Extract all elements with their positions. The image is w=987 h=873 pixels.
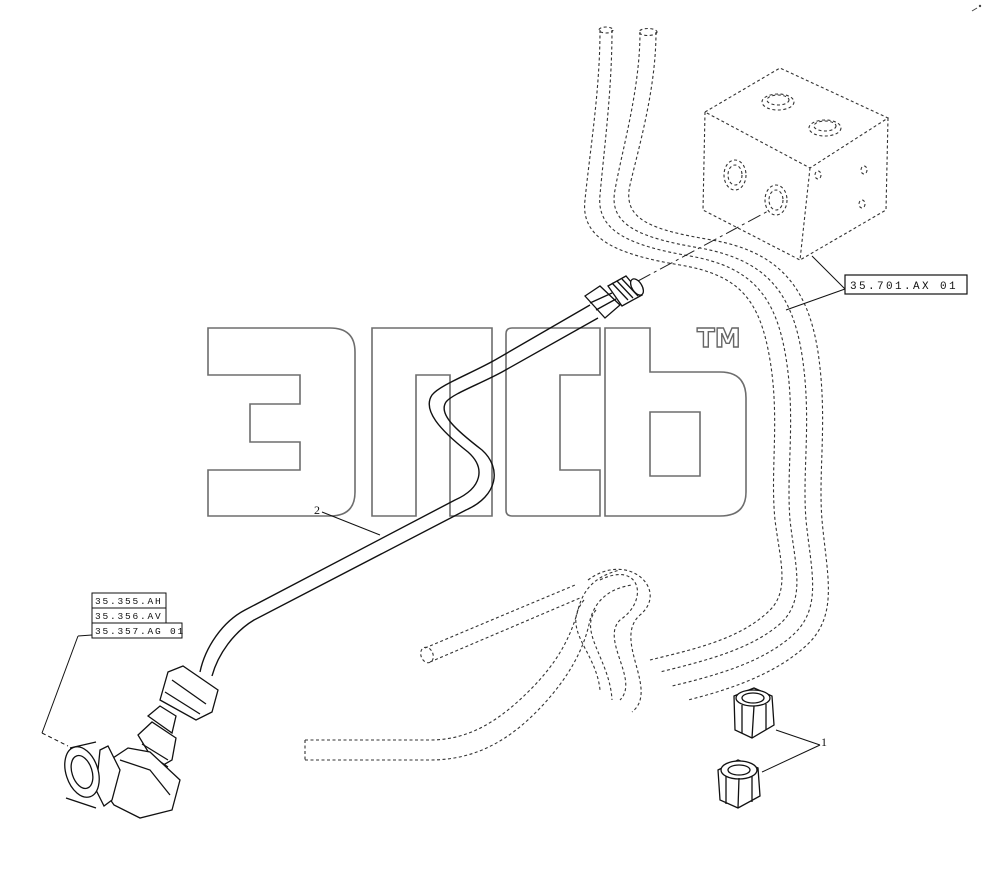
elbow-fitting bbox=[64, 665, 219, 819]
ref-label-group-3: 35.357.AG 01 bbox=[95, 626, 185, 637]
callout-nuts: 1 bbox=[821, 735, 827, 749]
ref-label-group-1: 35.355.AH bbox=[95, 596, 163, 607]
watermark-logo bbox=[207, 327, 747, 517]
phantom-hoses bbox=[304, 26, 829, 761]
pipe-end-fitting bbox=[584, 275, 645, 319]
hex-nut-lower bbox=[717, 759, 761, 809]
ref-box-group: 35.355.AH 35.356.AV 35.357.AG 01 bbox=[91, 592, 185, 639]
hydraulic-pipe bbox=[199, 304, 599, 677]
callout-pipe: 2 bbox=[314, 503, 320, 517]
hex-nut-upper bbox=[733, 687, 775, 739]
corner-mark bbox=[971, 4, 982, 12]
ref-box-valve-block: 35.701.AX 01 bbox=[844, 274, 968, 295]
ref-label-valve-block: 35.701.AX 01 bbox=[850, 281, 958, 293]
leader-lines bbox=[41, 255, 846, 773]
ref-label-group-2: 35.356.AV bbox=[95, 611, 163, 622]
center-line bbox=[637, 209, 771, 282]
watermark-trademark: TM bbox=[697, 324, 741, 354]
valve-block bbox=[702, 67, 890, 261]
